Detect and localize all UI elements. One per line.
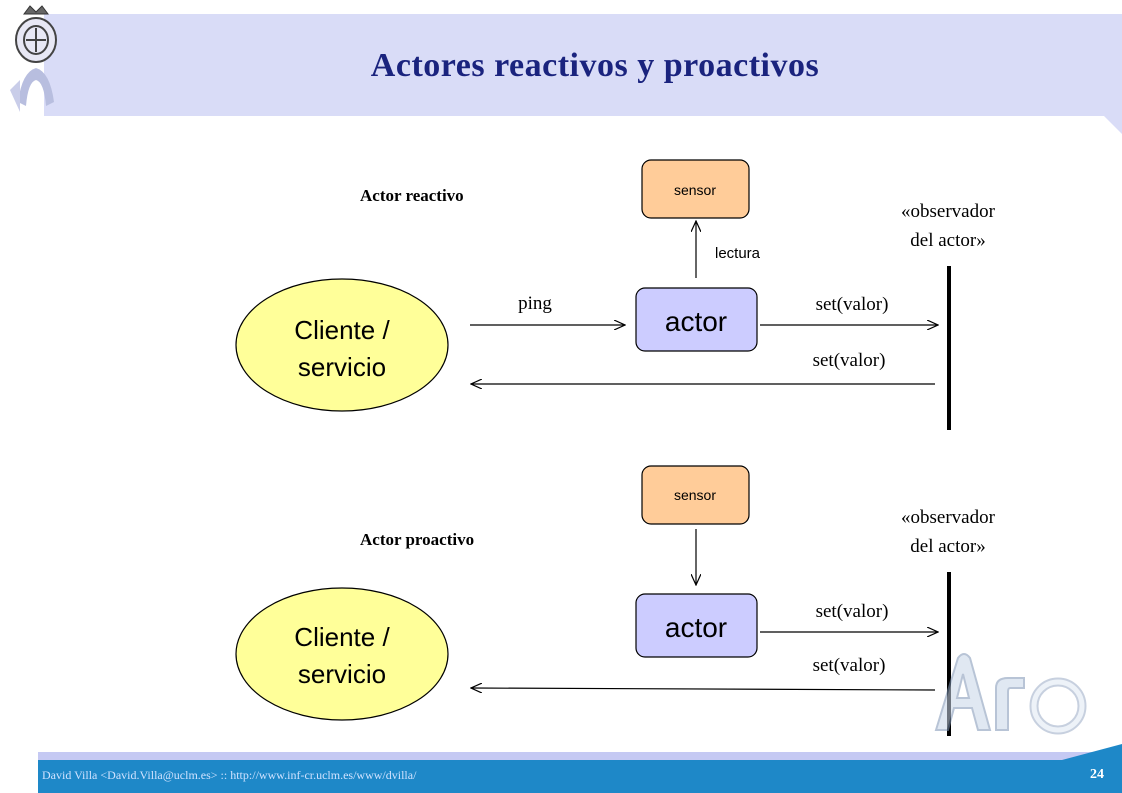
- proactive-actor-label: actor: [665, 612, 727, 643]
- proactive-client-ellipse: [235, 587, 449, 721]
- reactive-actor-label: actor: [665, 306, 727, 337]
- footer-author: David Villa <David.Villa@uclm.es> :: htt…: [42, 768, 417, 782]
- proactive-client-label-2: servicio: [298, 659, 386, 689]
- reactive-client-ellipse: [235, 278, 449, 412]
- proactive-observer-label-1: «observador: [901, 507, 996, 528]
- reactive-actor-box: [635, 287, 758, 352]
- reactive-set-out-label: set(valor): [816, 294, 889, 315]
- proactive-section-label: Actor proactivo: [360, 530, 474, 549]
- reactive-ping-label: ping: [518, 293, 552, 314]
- header-band: [44, 14, 1122, 116]
- proactive-set-back-arrow: [471, 688, 936, 690]
- university-logo: [10, 5, 57, 112]
- proactive-sensor-label: sensor: [674, 487, 716, 503]
- proactive-client-label-1: Cliente /: [294, 622, 390, 652]
- page-number: 24: [1090, 767, 1104, 782]
- proactive-sensor-box: [641, 465, 750, 525]
- reactive-sensor-box: [641, 159, 750, 219]
- proactive-set-out-label: set(valor): [816, 601, 889, 622]
- footer-band: [38, 760, 1122, 793]
- reactive-observer-label-1: «observador: [901, 201, 996, 222]
- reactive-client-label-1: Cliente /: [294, 315, 390, 345]
- reactive-set-back-label: set(valor): [813, 350, 886, 371]
- reactive-client-label-2: servicio: [298, 352, 386, 382]
- footer-accent: [38, 752, 1122, 760]
- arco-logo: [934, 653, 1087, 735]
- proactive-actor-box: [635, 593, 758, 658]
- proactive-set-back-label: set(valor): [813, 655, 886, 676]
- reactive-observer-label-2: del actor»: [910, 230, 985, 251]
- header-corner: [1104, 116, 1122, 134]
- reactive-section-label: Actor reactivo: [360, 186, 464, 205]
- reactive-read-label: lectura: [715, 245, 761, 262]
- slide-title: Actores reactivos y proactivos: [370, 47, 820, 84]
- reactive-sensor-label: sensor: [674, 182, 716, 198]
- proactive-observer-label-2: del actor»: [910, 536, 985, 557]
